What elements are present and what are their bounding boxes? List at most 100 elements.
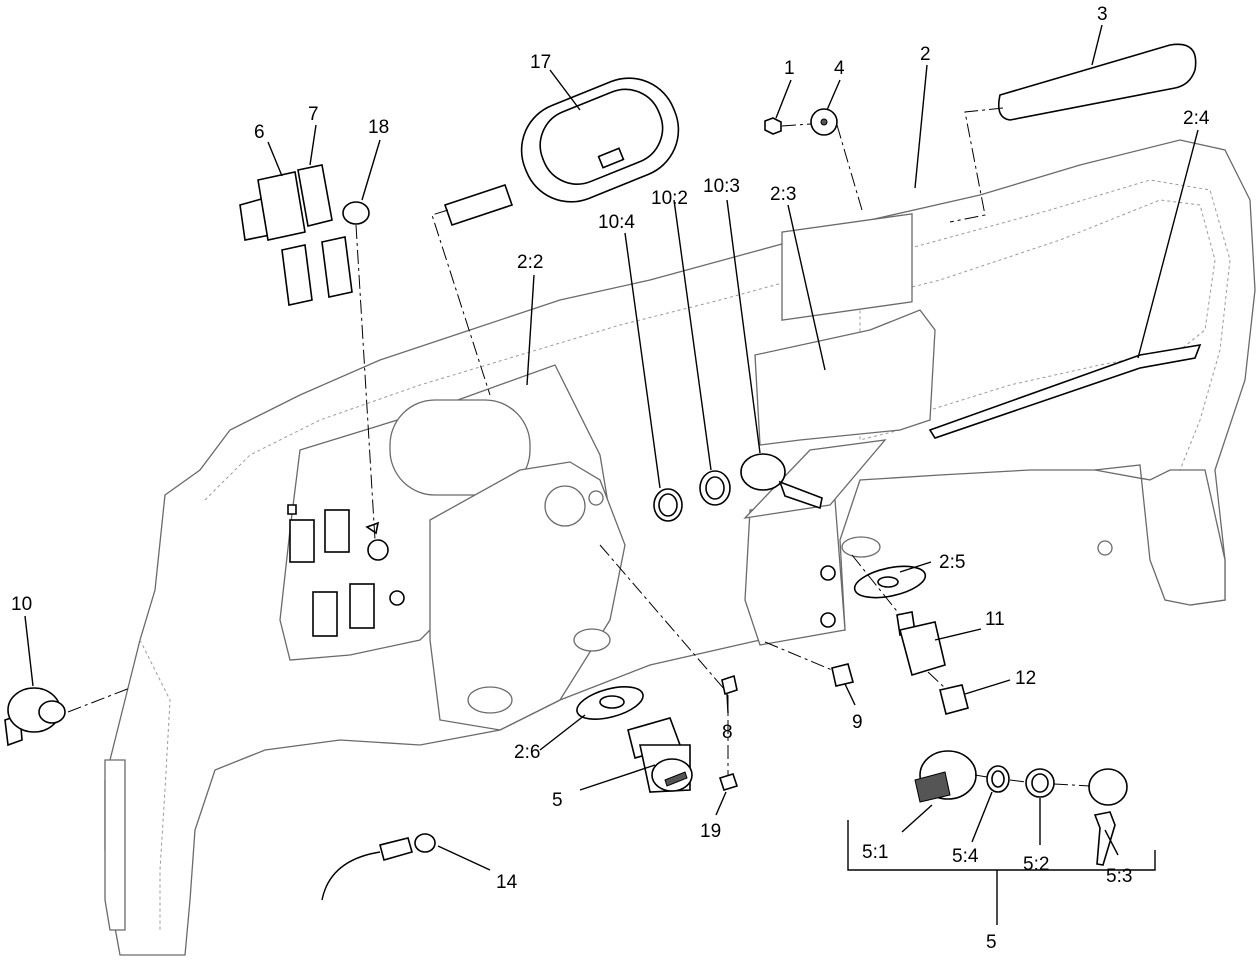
- key-10-3: [778, 480, 823, 510]
- panel-switch-1: [289, 519, 315, 563]
- bracket-top: [743, 439, 887, 519]
- switch-7: [297, 164, 333, 227]
- gasket-2-6-hole: [599, 695, 625, 709]
- plug-phantom-line: [355, 224, 376, 541]
- leader-lines: [24, 24, 1199, 871]
- ring-10-4-inner: [658, 493, 678, 517]
- cap-12: [939, 684, 969, 715]
- washer-4-hole: [820, 118, 828, 126]
- callout-9: 9: [852, 712, 863, 733]
- cable-14-bulb: [414, 833, 436, 853]
- center-console: [429, 461, 626, 731]
- switch-cover-2: [321, 236, 353, 298]
- center-display-panel: [754, 213, 936, 446]
- plug-18: [342, 201, 370, 225]
- callout-10-2: 10:2: [651, 188, 688, 209]
- callout-1: 1: [784, 58, 795, 79]
- sensor-phantom-line: [851, 554, 946, 689]
- callout-5-1: 5:1: [862, 842, 888, 863]
- callout-2-2: 2:2: [517, 252, 543, 273]
- connector-phantom-line: [67, 687, 131, 713]
- console-bolt: [588, 490, 604, 506]
- leader-2: [914, 64, 928, 189]
- callout-19: 19: [700, 821, 721, 842]
- leader-19: [715, 791, 727, 816]
- leader-5-4: [971, 791, 993, 843]
- washer-phantom-line: [781, 123, 863, 211]
- leader-14: [437, 845, 491, 871]
- leader-10-2: [673, 199, 712, 471]
- callout-7: 7: [308, 104, 319, 125]
- connector-10-face: [38, 700, 66, 724]
- callout-2-3: 2:3: [770, 184, 796, 205]
- switch-6-body: [257, 171, 306, 241]
- callout-5-3: 5:3: [1106, 866, 1132, 887]
- leader-7: [309, 124, 317, 166]
- leader-11: [934, 628, 982, 641]
- leader-2-3: [787, 204, 826, 371]
- callout-12: 12: [1015, 668, 1036, 689]
- callout-4: 4: [834, 58, 845, 79]
- leader-2-4: [1137, 129, 1199, 359]
- callout-10-4: 10:4: [598, 212, 635, 233]
- sub-5-3-cap: [1088, 768, 1128, 806]
- console-lower-hole: [467, 686, 513, 714]
- hour-meter-display: [597, 147, 625, 169]
- hour-meter-face: [539, 88, 664, 185]
- leader-10-4: [624, 232, 661, 489]
- callout-8: 8: [722, 722, 733, 743]
- console-side-hole: [573, 628, 611, 652]
- sub-5-1-connector: [914, 771, 951, 803]
- leader-1: [775, 79, 792, 119]
- leader-17: [549, 69, 581, 111]
- key-cap-10-3: [740, 453, 786, 491]
- bracket-bolt-1: [820, 565, 836, 581]
- nut-1: [764, 117, 782, 135]
- ignition-switch-face: [651, 758, 693, 792]
- sub-5-3-key: [1093, 811, 1116, 866]
- switch-cover-1: [281, 244, 313, 306]
- callout-17: 17: [530, 52, 551, 73]
- right-bracket: [743, 439, 887, 646]
- panel-switch-3: [312, 591, 338, 637]
- connector-10: [4, 687, 66, 747]
- callout-11: 11: [985, 609, 1005, 630]
- hour-meter-connector: [443, 183, 514, 227]
- leader-2-5: [899, 561, 932, 573]
- panel-symbol-horn: [365, 521, 380, 535]
- left-leg: [104, 759, 126, 931]
- handle-phantom-line: [949, 107, 1004, 223]
- callout-2: 2: [920, 44, 931, 65]
- panel-indicator-hole: [367, 539, 389, 561]
- sensor-11: [896, 611, 946, 677]
- tray-strip: [928, 343, 1202, 439]
- leader-5-1: [901, 804, 933, 833]
- leader-2-2: [526, 274, 535, 386]
- dashboard-outline: [104, 139, 1256, 956]
- cable-14-wire: [321, 851, 381, 901]
- subassembly-bracket: [847, 820, 1156, 871]
- panel-symbol-light: [287, 504, 297, 515]
- sub-phantom-line: [974, 774, 1091, 787]
- leader-5-3: [1104, 829, 1119, 856]
- leader-10-3: [726, 199, 761, 454]
- leader-8: [726, 693, 729, 714]
- callout-10: 10: [11, 594, 32, 615]
- leader-4: [826, 79, 841, 111]
- gauge-opening: [389, 399, 531, 496]
- bracket-hole: [841, 536, 881, 558]
- bracket-bolt-2: [820, 612, 836, 628]
- callout-labels: 1 2 3 4 5 5 6 7 8 9 10 11 12 14 17 18 19…: [11, 4, 1210, 953]
- right-leg-hole: [1097, 540, 1113, 556]
- callout-14: 14: [496, 872, 518, 893]
- leader-10: [24, 615, 34, 687]
- leader-2-6: [539, 714, 586, 751]
- callout-5-main: 5: [552, 790, 563, 811]
- ring-10-2-inner: [705, 476, 725, 500]
- callout-2-5: 2:5: [939, 552, 965, 573]
- bolt-9-phantom-line: [764, 641, 833, 671]
- callout-5-2: 5:2: [1023, 854, 1049, 875]
- leader-12: [964, 679, 1011, 695]
